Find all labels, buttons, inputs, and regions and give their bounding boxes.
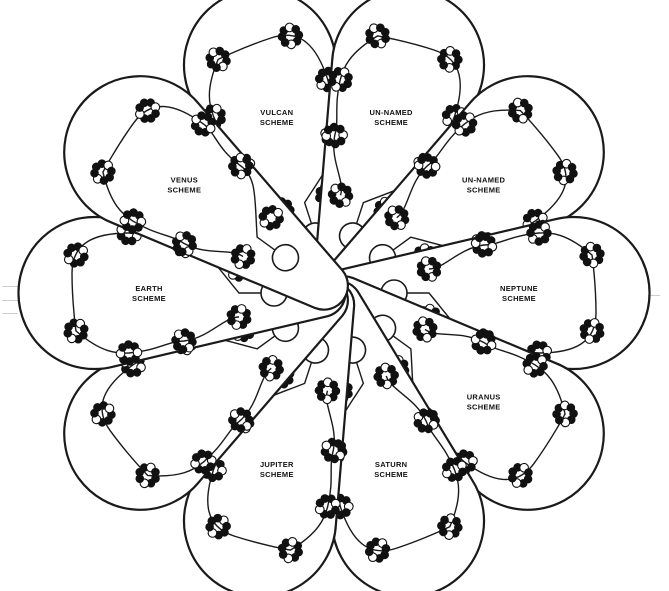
bead (186, 331, 195, 340)
scheme-word: SCHEME (467, 185, 501, 194)
scheme-name: VULCAN (260, 108, 293, 117)
scheme-word: SCHEME (502, 294, 536, 303)
scheme-word: SCHEME (374, 470, 408, 479)
scheme-word: SCHEME (467, 403, 501, 412)
scheme-name: NEPTUNE (500, 284, 538, 293)
bead (583, 258, 592, 267)
petals-layer: VULCANSCHEMEUN-NAMEDSCHEMEUN-NAMEDSCHEME… (18, 0, 649, 591)
scheme-name: VENUS (171, 175, 198, 184)
scheme-name: JUPITER (260, 460, 294, 469)
bead (80, 253, 89, 262)
bead (535, 237, 544, 246)
scheme-word: SCHEME (132, 294, 166, 303)
bead (484, 248, 493, 257)
scheme-name: URANUS (467, 393, 501, 402)
scheme-name: EARTH (135, 284, 162, 293)
scheme-word: SCHEME (260, 470, 294, 479)
edge-mark-right: ——— (648, 292, 660, 297)
bead (433, 268, 442, 277)
edge-mark-left-3: ———— (2, 310, 18, 315)
scheme-name: UN-NAMED (370, 108, 414, 117)
scheme-name: UN-NAMED (462, 175, 506, 184)
scheme-name: SATURN (375, 460, 408, 469)
scheme-word: SCHEME (374, 118, 408, 127)
bead (79, 331, 88, 340)
scheme-word: SCHEME (167, 185, 201, 194)
edge-mark-left-2: ———— (2, 297, 18, 302)
edge-mark-left-1: ———— (2, 283, 18, 288)
bead (585, 335, 594, 344)
bead (133, 348, 142, 357)
scheme-word: SCHEME (260, 118, 294, 127)
bead (237, 305, 246, 314)
